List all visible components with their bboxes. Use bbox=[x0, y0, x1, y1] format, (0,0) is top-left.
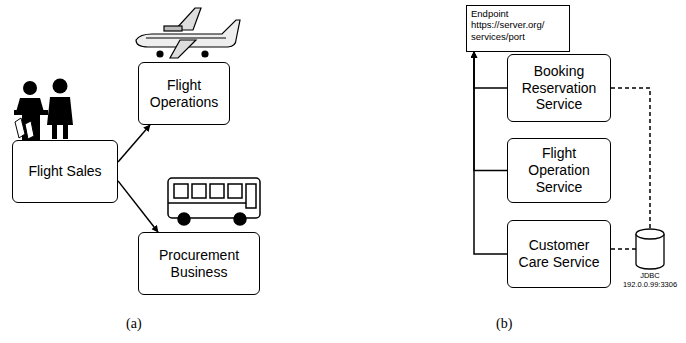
database-caption: JDBC192.0.0.99:3306 bbox=[595, 272, 686, 289]
arrow-connector bbox=[118, 181, 158, 232]
node-text: Flight Operations bbox=[145, 77, 223, 111]
arrow-connector bbox=[118, 125, 150, 162]
sales-person-icon bbox=[14, 79, 73, 141]
node-text: Flight Operation Service bbox=[514, 145, 604, 195]
database-cylinder: JDBC192.0.0.99:3306 bbox=[635, 228, 665, 270]
process-box: Flight Operations bbox=[138, 62, 230, 125]
node-text: Booking Reservation Service bbox=[514, 63, 604, 113]
database-label: 192.0.0.99:3306 bbox=[595, 281, 686, 290]
node-text: Procurement Business bbox=[145, 247, 253, 281]
service-box: Customer Care Service bbox=[507, 220, 611, 288]
arrow-connector bbox=[474, 52, 507, 171]
subfigure-label: (b) bbox=[496, 316, 512, 332]
subfigure-label: (a) bbox=[126, 316, 142, 332]
service-box: Flight Operation Service bbox=[507, 138, 611, 203]
process-box: Procurement Business bbox=[138, 232, 260, 295]
arrow-connector bbox=[474, 52, 507, 88]
service-box: Booking Reservation Service bbox=[507, 54, 611, 122]
database-label: JDBC bbox=[595, 272, 686, 281]
node-text: Flight Sales bbox=[28, 163, 101, 180]
node-text: Customer Care Service bbox=[514, 237, 604, 271]
airplane-icon bbox=[136, 8, 240, 58]
bus-icon bbox=[168, 178, 260, 225]
dashed-link bbox=[611, 248, 636, 250]
cylinder-outline bbox=[635, 228, 665, 270]
endpoint-box: Endpoint https://server.org/ services/po… bbox=[466, 5, 570, 52]
node-text: Endpoint https://server.org/ services/po… bbox=[471, 8, 565, 42]
dashed-link bbox=[611, 88, 650, 229]
arrow-connector bbox=[474, 52, 507, 254]
process-box: Flight Sales bbox=[12, 140, 118, 203]
